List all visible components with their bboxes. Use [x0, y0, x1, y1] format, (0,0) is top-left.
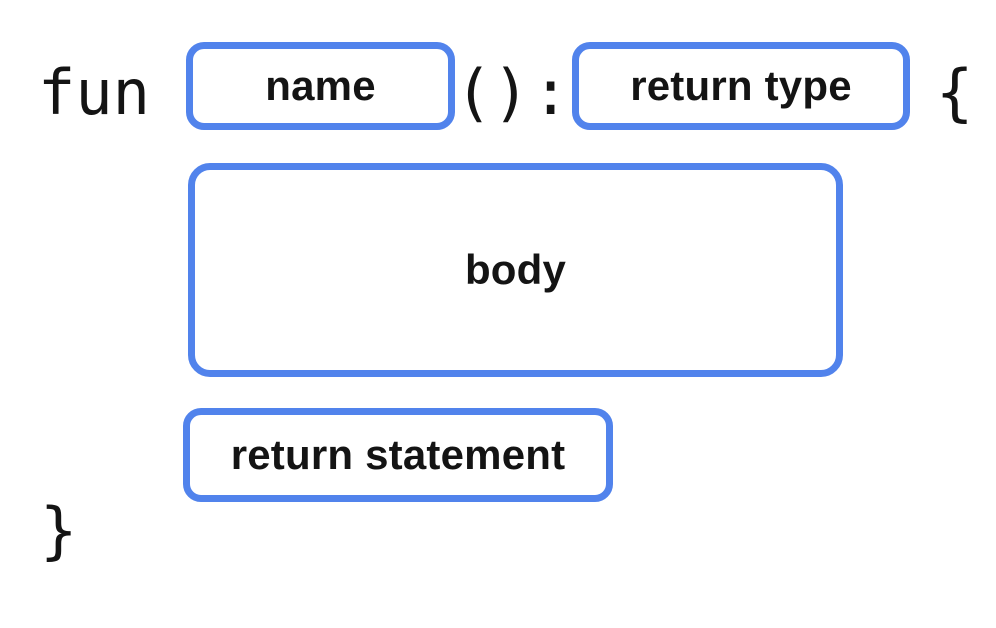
close-brace-text: }	[40, 494, 78, 567]
name-slot-label: name	[265, 62, 376, 109]
return-type-slot-label: return type	[630, 62, 852, 109]
return-statement-slot-box: return statement	[183, 408, 613, 502]
open-brace-text: {	[936, 56, 974, 129]
body-slot-label: body	[464, 246, 567, 293]
fun-keyword-text: fun	[38, 56, 150, 129]
return-statement-slot-label: return statement	[230, 431, 566, 478]
body-slot-box: body	[188, 163, 843, 377]
colon-text: :	[532, 56, 570, 129]
return-type-slot-box: return type	[572, 42, 910, 130]
name-slot-box: name	[186, 42, 455, 130]
parentheses-text: ()	[455, 56, 530, 129]
